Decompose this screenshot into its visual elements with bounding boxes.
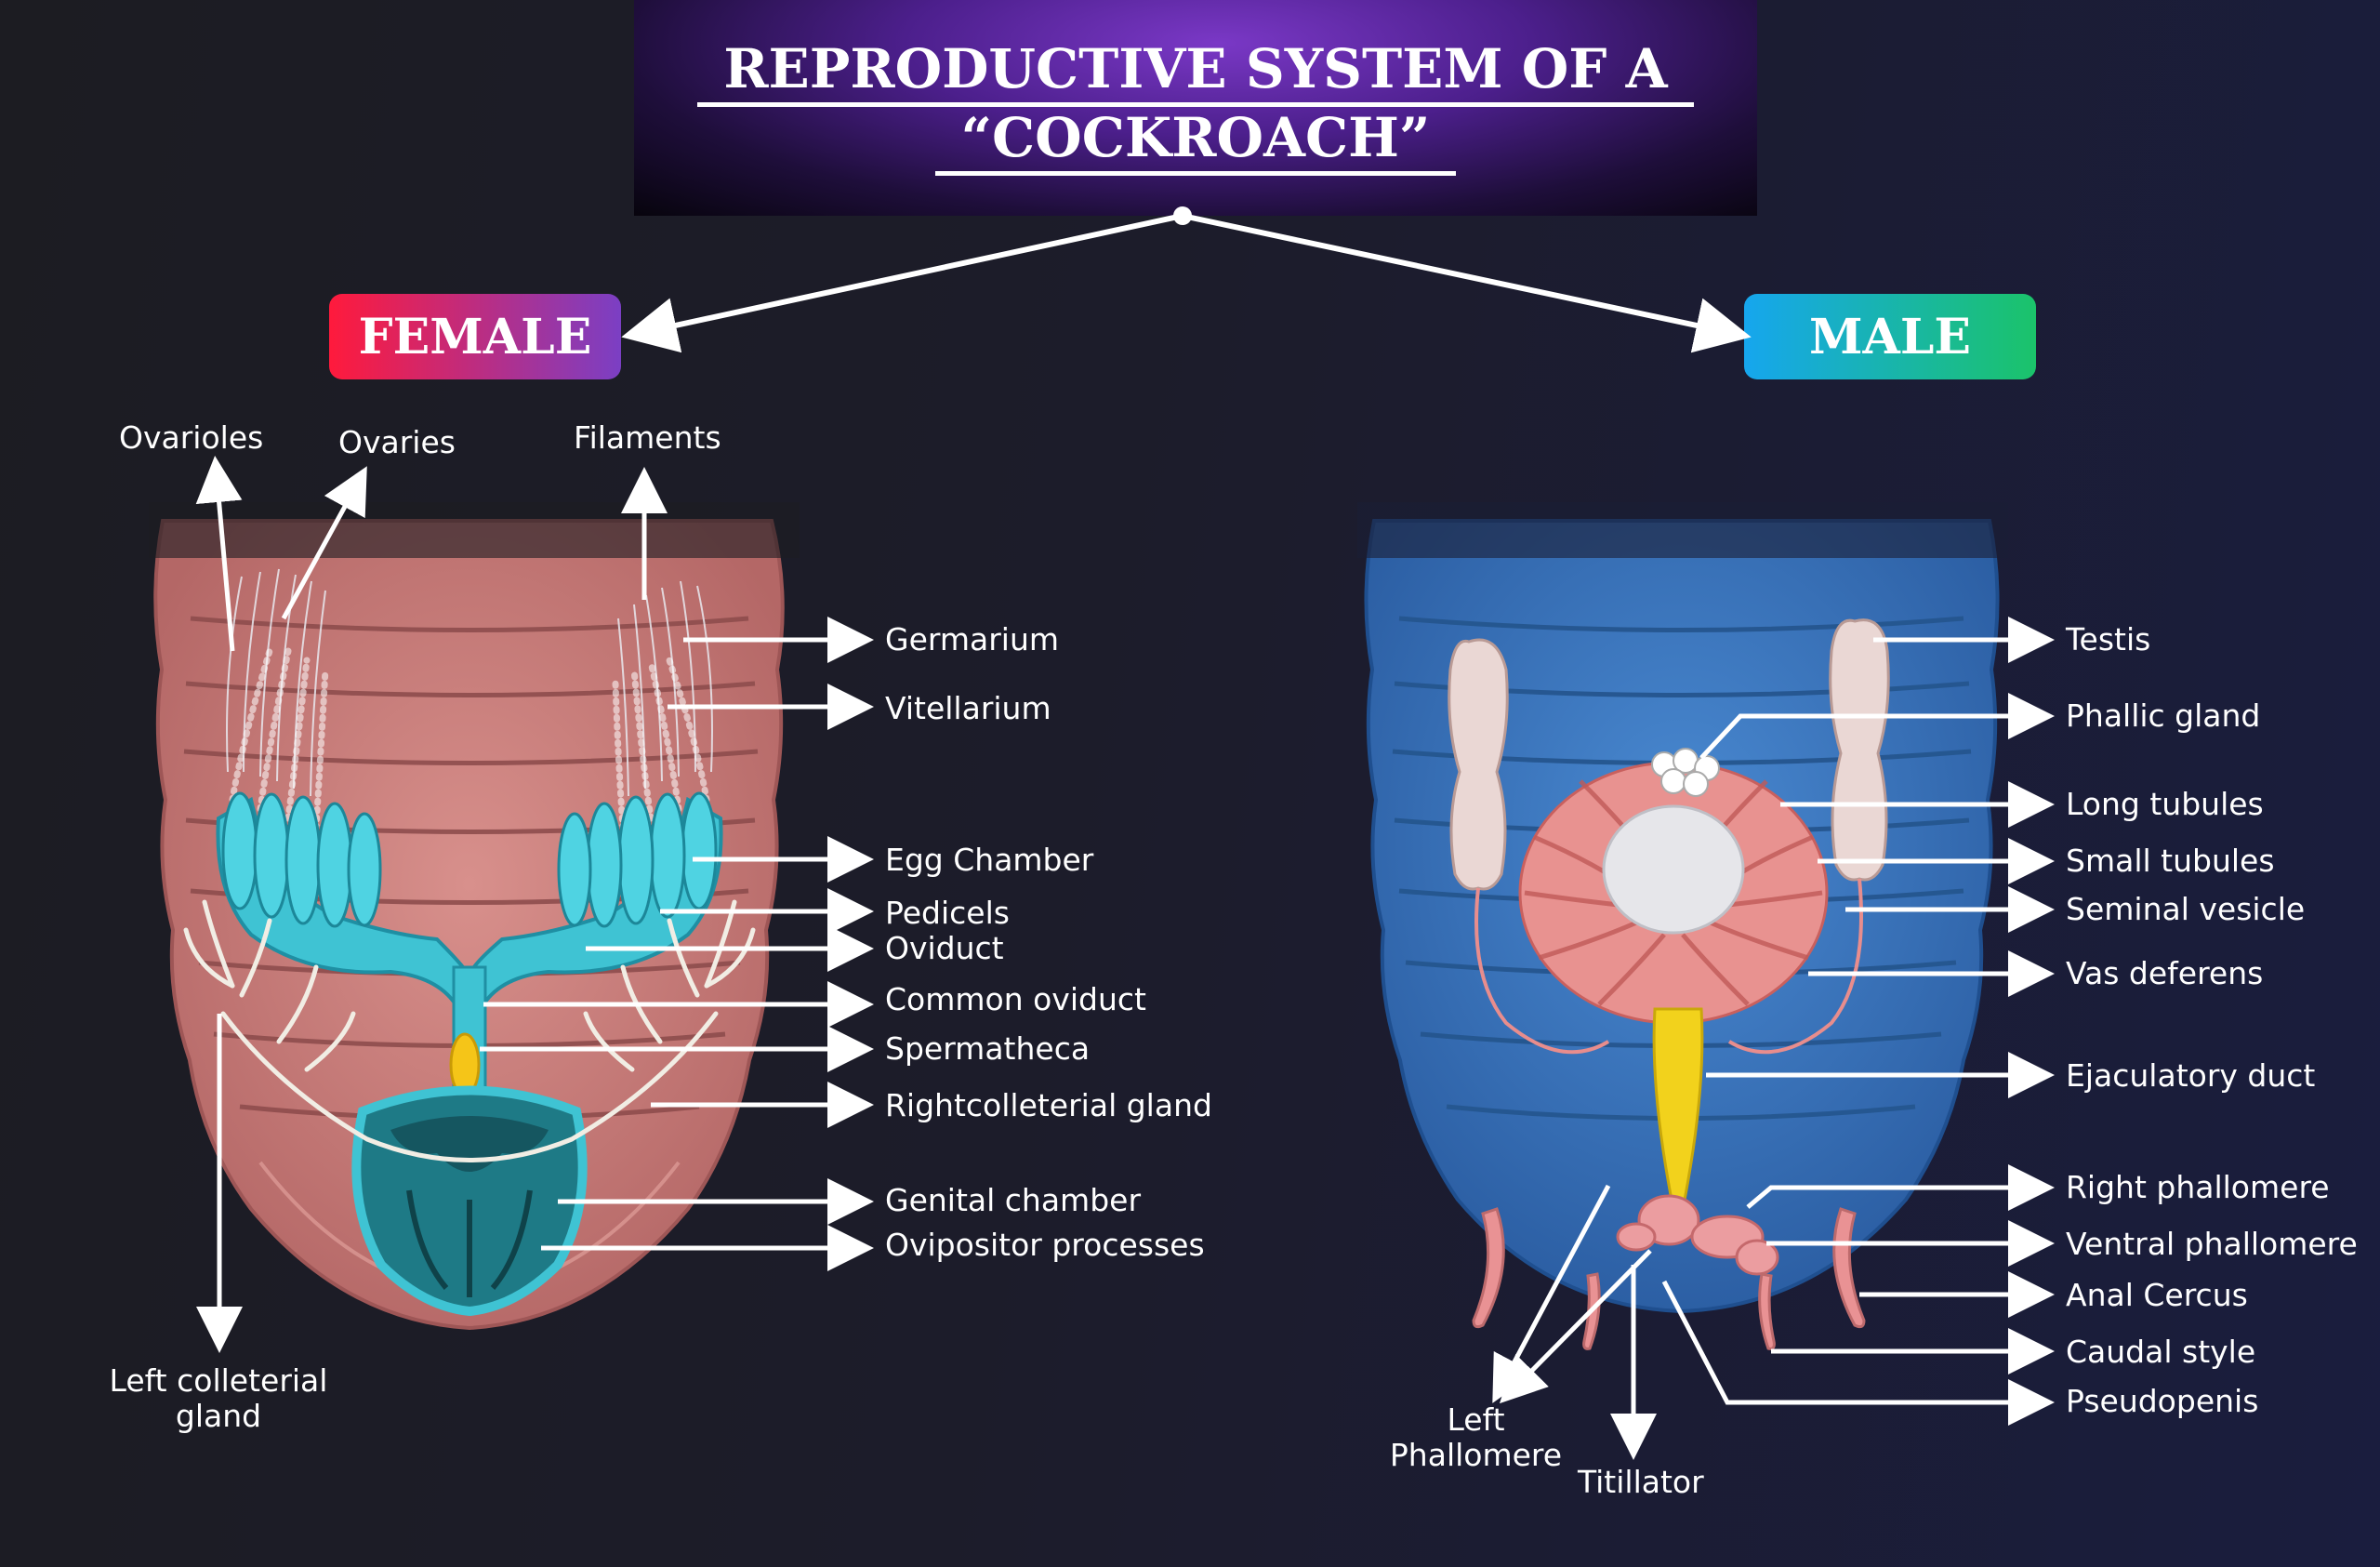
label-ovipositor-processes: Ovipositor processes: [885, 1227, 1205, 1263]
label-filaments: Filaments: [574, 419, 721, 456]
label-egg-chamber: Egg Chamber: [885, 842, 1094, 878]
label-common-oviduct: Common oviduct: [885, 981, 1146, 1017]
female-ovary-system: [216, 791, 723, 1317]
label-ovaries: Ovaries: [338, 424, 456, 460]
label-vas-deferens: Vas deferens: [2066, 955, 2264, 991]
label-pedicels: Pedicels: [885, 895, 1010, 931]
female-badge: FEMALE: [329, 294, 621, 379]
male-badge: MALE: [1744, 294, 2036, 379]
female-ovarioles: [229, 647, 710, 831]
label-left-phallomere: Left Phallomere: [1389, 1401, 1563, 1473]
mushroom-gland: [1518, 748, 1829, 1025]
label-ventral-phallomere: Ventral phallomere: [2066, 1226, 2358, 1262]
title-banner: REPRODUCTIVE SYSTEM OF A “COCKROACH”: [634, 0, 1757, 216]
label-genital-chamber: Genital chamber: [885, 1182, 1142, 1218]
label-left-colleterial-gland: Left colleterial gland: [109, 1362, 328, 1434]
title-connectors: [621, 206, 1752, 353]
label-seminal-vesicle: Seminal vesicle: [2066, 891, 2306, 927]
label-ovarioles: Ovarioles: [119, 419, 264, 456]
label-vitellarium: Vitellarium: [885, 690, 1051, 726]
phallomeres: [1616, 1194, 1779, 1276]
label-spermatheca: Spermatheca: [885, 1030, 1091, 1067]
label-small-tubules: Small tubules: [2066, 843, 2275, 879]
colleterial-glands: [183, 899, 756, 1162]
label-oviduct: Oviduct: [885, 930, 1004, 966]
label-anal-cercus: Anal Cercus: [2066, 1277, 2248, 1313]
label-testis: Testis: [2066, 621, 2151, 657]
vas-deferens-ducts: [1474, 878, 1863, 1055]
testes: [1448, 618, 1890, 891]
label-titillator: Titillator: [1578, 1464, 1704, 1500]
label-long-tubules: Long tubules: [2066, 786, 2264, 822]
label-right-colleterial-gland: Rightcolleterial gland: [885, 1087, 1212, 1123]
label-caudal-style: Caudal style: [2066, 1334, 2256, 1370]
title-line-1: REPRODUCTIVE SYSTEM OF A: [634, 37, 1757, 107]
title-line-2: “COCKROACH”: [634, 106, 1757, 176]
female-leader-lines: [195, 456, 874, 1353]
label-germarium: Germarium: [885, 621, 1060, 657]
male-leader-lines: [1492, 617, 2055, 1460]
label-pseudopenis: Pseudopenis: [2066, 1383, 2259, 1419]
label-ejaculatory-duct: Ejaculatory duct: [2066, 1057, 2316, 1094]
label-phallic-gland: Phallic gland: [2066, 697, 2261, 734]
label-right-phallomere: Right phallomere: [2066, 1169, 2330, 1205]
